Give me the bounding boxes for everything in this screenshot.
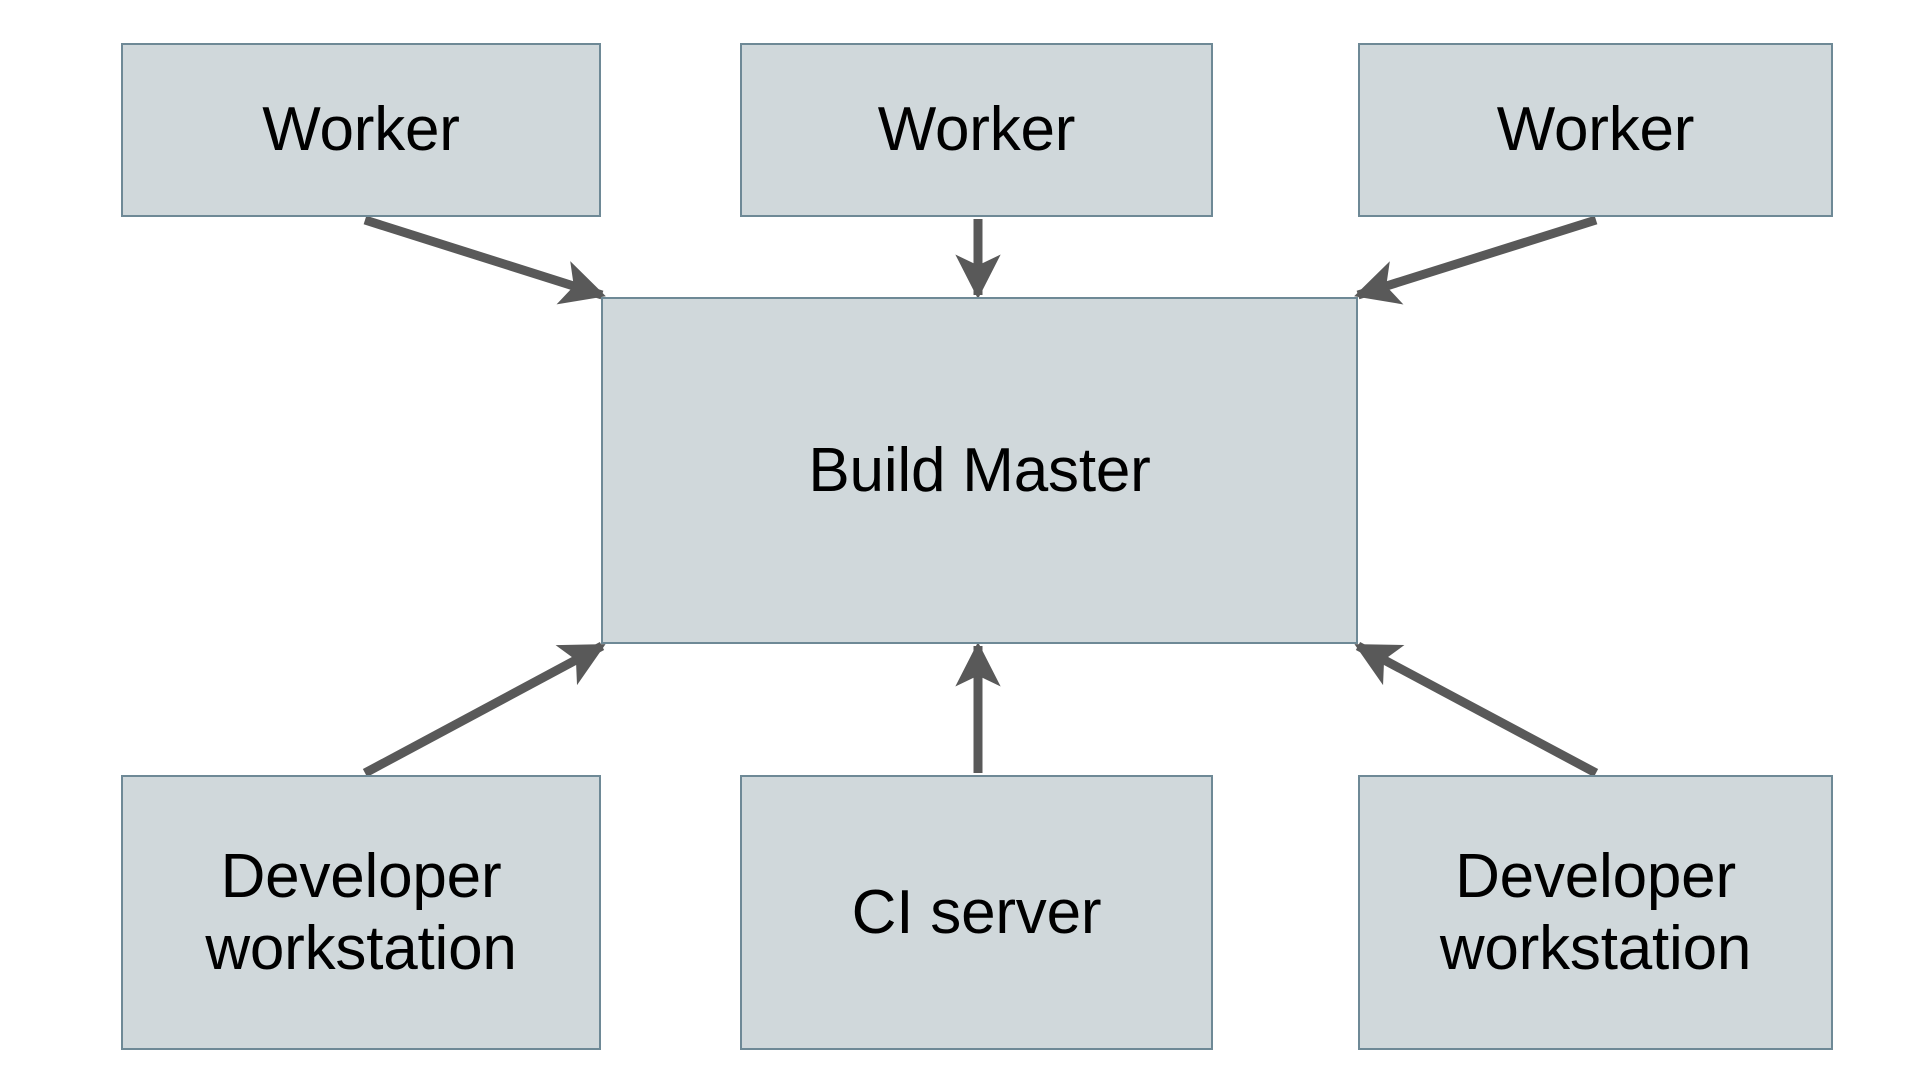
node-label: CI server (851, 877, 1102, 947)
edge-dev2-to-build-master (1354, 642, 1599, 777)
edge-dev1-to-build-master (362, 642, 606, 777)
node-label: Worker (262, 95, 460, 165)
node-label: Build Master (808, 435, 1151, 505)
node-label: Developer workstation (1439, 841, 1752, 983)
node-developer-workstation-right[interactable]: Developer workstation (1358, 775, 1833, 1050)
edge-worker3-to-build-master (1354, 215, 1598, 305)
node-build-master[interactable]: Build Master (601, 297, 1358, 644)
node-ci-server[interactable]: CI server (740, 775, 1213, 1050)
node-worker-3[interactable]: Worker (1358, 43, 1833, 217)
node-developer-workstation-left[interactable]: Developer workstation (121, 775, 601, 1050)
node-label: Developer workstation (205, 841, 517, 983)
node-worker-1[interactable]: Worker (121, 43, 601, 217)
node-label: Worker (1496, 95, 1695, 165)
edge-worker1-to-build-master (363, 215, 606, 305)
node-label: Worker (877, 95, 1076, 165)
node-worker-2[interactable]: Worker (740, 43, 1213, 217)
